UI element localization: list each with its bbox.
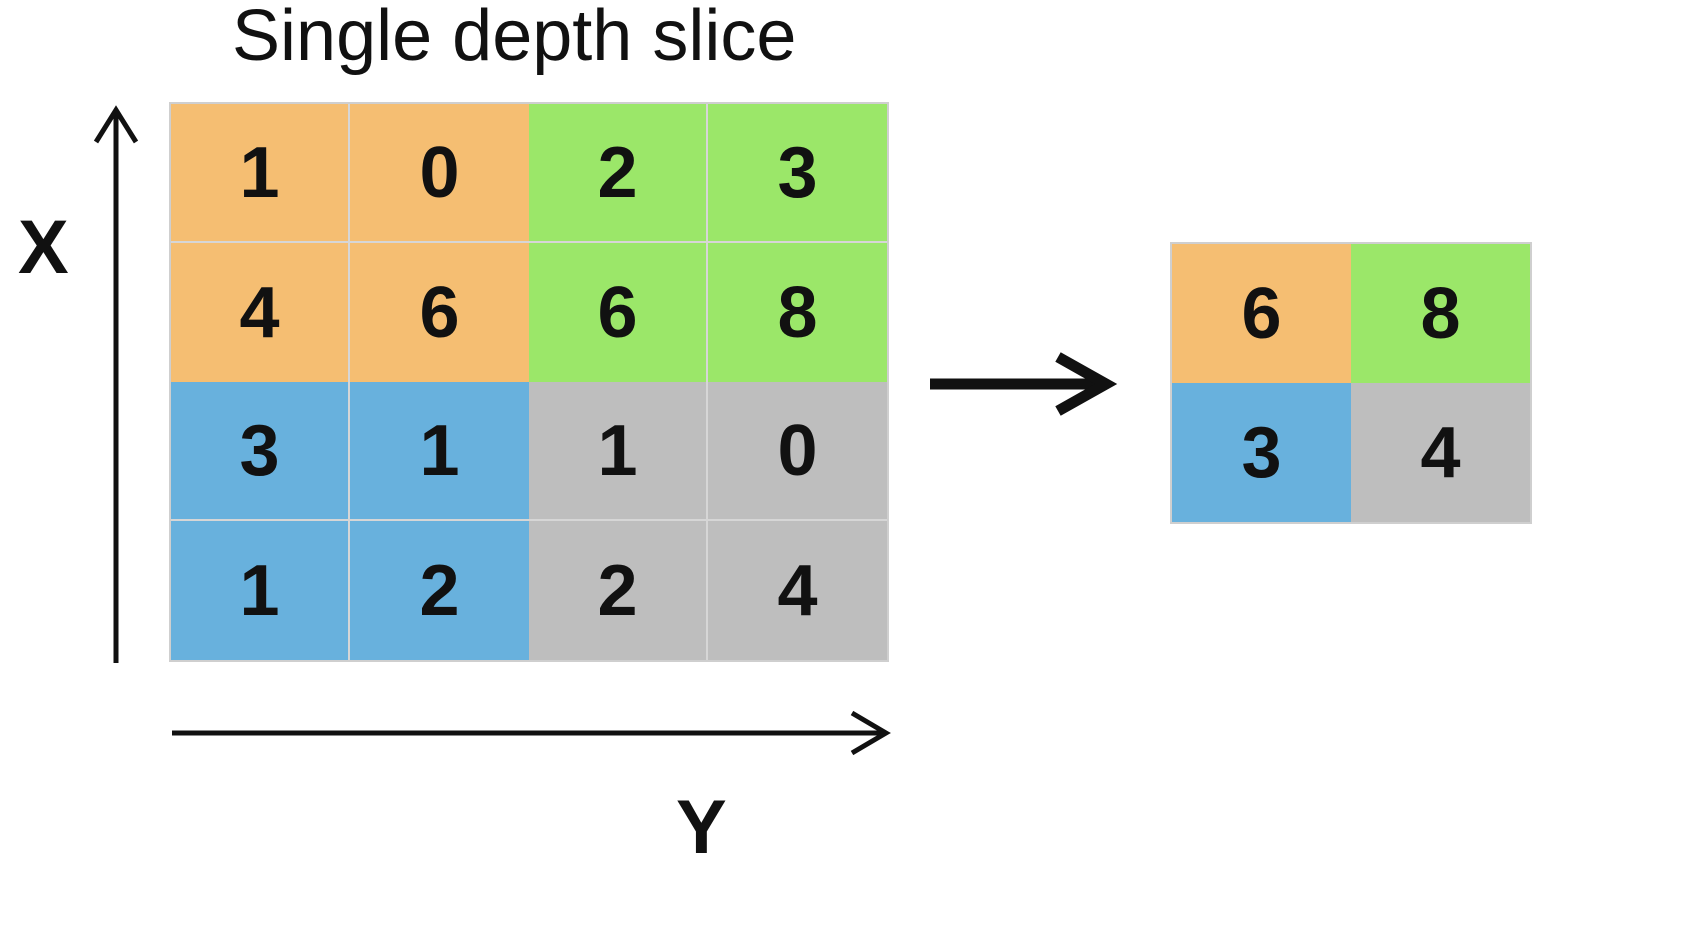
input-cell-3-1: 2 xyxy=(350,521,529,660)
input-cell-3-3: 4 xyxy=(708,521,887,660)
input-cell-2-2: 1 xyxy=(529,382,708,521)
output-cell-1-1: 4 xyxy=(1351,383,1530,522)
input-cell-0-2: 2 xyxy=(529,104,708,243)
input-cell-2-3: 0 xyxy=(708,382,887,521)
input-cell-0-1: 0 xyxy=(350,104,529,243)
input-cell-1-2: 6 xyxy=(529,243,708,382)
input-cell-1-1: 6 xyxy=(350,243,529,382)
input-cell-2-1: 1 xyxy=(350,382,529,521)
y-axis-arrow-icon xyxy=(172,710,891,756)
input-cell-0-0: 1 xyxy=(171,104,350,243)
x-axis-label: X xyxy=(18,205,69,290)
input-cell-3-0: 1 xyxy=(171,521,350,660)
output-cell-0-0: 6 xyxy=(1172,244,1351,383)
right-arrow-icon xyxy=(930,352,1118,416)
output-cell-0-1: 8 xyxy=(1351,244,1530,383)
input-cell-1-3: 8 xyxy=(708,243,887,382)
output-cell-1-0: 3 xyxy=(1172,383,1351,522)
diagram-title: Single depth slice xyxy=(232,0,797,76)
input-cell-0-3: 3 xyxy=(708,104,887,243)
y-axis-label: Y xyxy=(676,785,727,870)
input-cell-1-0: 4 xyxy=(171,243,350,382)
input-cell-3-2: 2 xyxy=(529,521,708,660)
x-axis-arrow-icon xyxy=(93,105,139,663)
input-cell-2-0: 3 xyxy=(171,382,350,521)
